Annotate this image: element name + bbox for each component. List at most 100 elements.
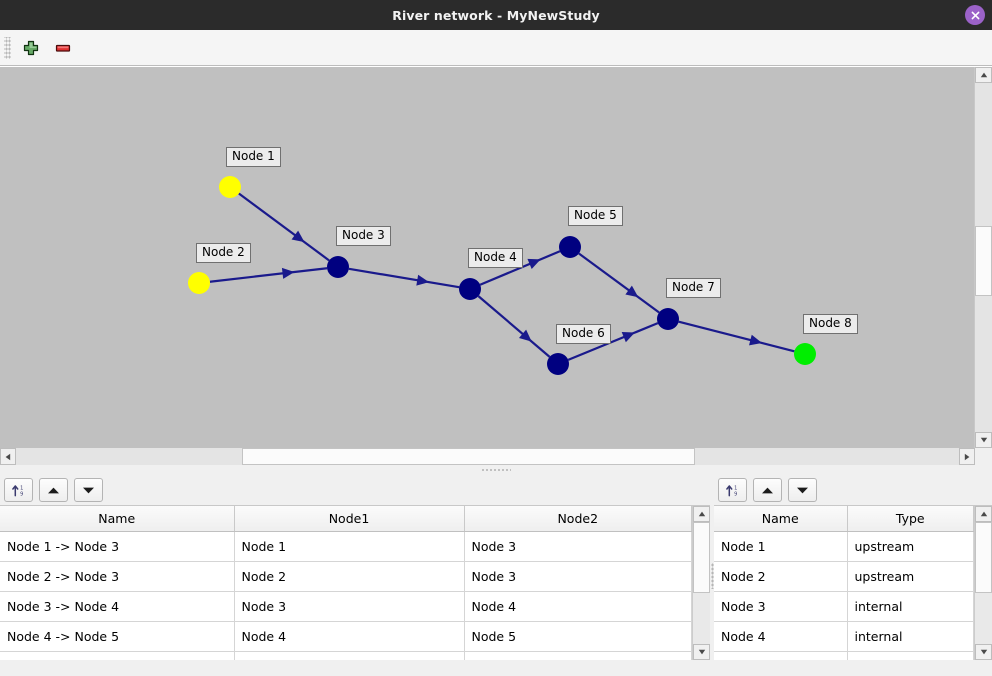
table-cell[interactable]: internal [847, 621, 974, 652]
table-cell[interactable]: Node 2 [714, 561, 848, 592]
network-edge[interactable] [479, 250, 561, 286]
table-cell[interactable] [847, 651, 974, 660]
scroll-down-button[interactable] [975, 432, 992, 448]
reach-scroll-up-button[interactable] [693, 506, 710, 522]
reach-table-scrollbar[interactable] [692, 506, 710, 660]
node-scroll-track[interactable] [975, 522, 992, 644]
table-cell[interactable]: Node 3 [714, 591, 848, 622]
reach-move-up-button[interactable] [39, 478, 68, 502]
network-node[interactable] [459, 278, 481, 300]
node-label[interactable]: Node 2 [196, 243, 251, 263]
node-table-scrollbar[interactable] [974, 506, 992, 660]
network-edge[interactable] [238, 192, 330, 262]
reach-scroll-down-button[interactable] [693, 644, 710, 660]
table-cell[interactable]: Node 4 [714, 621, 848, 652]
canvas-vertical-scrollbar[interactable] [974, 67, 992, 448]
table-cell[interactable]: Node 3 [234, 591, 465, 622]
node-label[interactable]: Node 3 [336, 226, 391, 246]
delete-node-button[interactable] [47, 33, 79, 63]
table-cell[interactable]: Node 4 -> Node 5 [0, 621, 235, 652]
network-edge[interactable] [348, 267, 460, 289]
network-edge[interactable] [678, 320, 795, 353]
network-node[interactable] [559, 236, 581, 258]
toolbar-drag-handle[interactable] [4, 36, 11, 59]
network-edge[interactable] [477, 295, 551, 358]
node-label[interactable]: Node 5 [568, 206, 623, 226]
network-edge[interactable] [578, 252, 660, 314]
column-header-node1[interactable]: Node1 [234, 506, 465, 532]
column-header-type[interactable]: Type [847, 506, 974, 532]
scroll-left-button[interactable] [0, 448, 16, 465]
canvas-hscroll-track[interactable] [16, 448, 959, 465]
reach-move-down-button[interactable] [74, 478, 103, 502]
column-header-name[interactable]: Name [714, 506, 848, 532]
table-cell[interactable]: Node 4 [464, 591, 692, 622]
node-row-partial[interactable] [714, 651, 974, 660]
table-cell[interactable] [714, 651, 848, 660]
canvas-horizontal-scrollbar[interactable] [0, 448, 992, 465]
canvas-vscroll-thumb[interactable] [975, 226, 992, 296]
reach-sort-button[interactable]: 1 9 [4, 478, 33, 502]
table-cell[interactable]: Node 2 -> Node 3 [0, 561, 235, 592]
table-cell[interactable] [464, 651, 692, 660]
node-scroll-thumb[interactable] [975, 522, 992, 593]
table-cell[interactable]: Node 3 [464, 561, 692, 592]
scroll-up-button[interactable] [975, 67, 992, 83]
canvas-vscroll-track[interactable] [975, 83, 992, 432]
network-node[interactable] [219, 176, 241, 198]
table-cell[interactable]: Node 5 [464, 621, 692, 652]
node-move-up-button[interactable] [753, 478, 782, 502]
reach-row-partial[interactable] [0, 651, 692, 660]
table-cell[interactable]: Node 1 -> Node 3 [0, 531, 235, 562]
node-sort-button[interactable]: 1 9 [718, 478, 747, 502]
network-node[interactable] [657, 308, 679, 330]
table-cell[interactable]: upstream [847, 561, 974, 592]
table-cell[interactable]: Node 4 [234, 621, 465, 652]
table-cell[interactable]: Node 3 -> Node 4 [0, 591, 235, 622]
network-edge[interactable] [209, 267, 328, 283]
horizontal-splitter[interactable] [0, 465, 992, 475]
table-cell[interactable] [234, 651, 465, 660]
canvas-hscroll-thumb[interactable] [242, 448, 695, 465]
table-cell[interactable] [0, 651, 235, 660]
vertical-splitter[interactable] [710, 475, 714, 676]
network-edge[interactable] [567, 322, 659, 361]
network-node[interactable] [794, 343, 816, 365]
table-cell[interactable]: internal [847, 591, 974, 622]
reach-scroll-track[interactable] [693, 522, 710, 644]
network-node[interactable] [327, 256, 349, 278]
add-node-button[interactable] [15, 33, 47, 63]
close-button[interactable] [965, 5, 985, 25]
table-cell[interactable]: upstream [847, 531, 974, 562]
table-cell[interactable]: Node 3 [464, 531, 692, 562]
network-node[interactable] [188, 272, 210, 294]
node-label[interactable]: Node 8 [803, 314, 858, 334]
column-header-node2[interactable]: Node2 [464, 506, 692, 532]
node-label[interactable]: Node 4 [468, 248, 523, 268]
table-cell[interactable]: Node 1 [714, 531, 848, 562]
scroll-right-button[interactable] [959, 448, 975, 465]
column-header-name[interactable]: Name [0, 506, 235, 532]
node-scroll-up-button[interactable] [975, 506, 992, 522]
table-cell[interactable]: Node 1 [234, 531, 465, 562]
node-label[interactable]: Node 6 [556, 324, 611, 344]
reach-scroll-thumb[interactable] [693, 522, 710, 593]
node-label[interactable]: Node 7 [666, 278, 721, 298]
node-move-down-button[interactable] [788, 478, 817, 502]
table-cell[interactable]: Node 2 [234, 561, 465, 592]
node-label[interactable]: Node 1 [226, 147, 281, 167]
node-scroll-down-button[interactable] [975, 644, 992, 660]
network-node[interactable] [547, 353, 569, 375]
network-graph-canvas[interactable]: Node 1 Node 2 Node 3 Node 4 Node 5 Node 6 Node… [0, 67, 974, 448]
